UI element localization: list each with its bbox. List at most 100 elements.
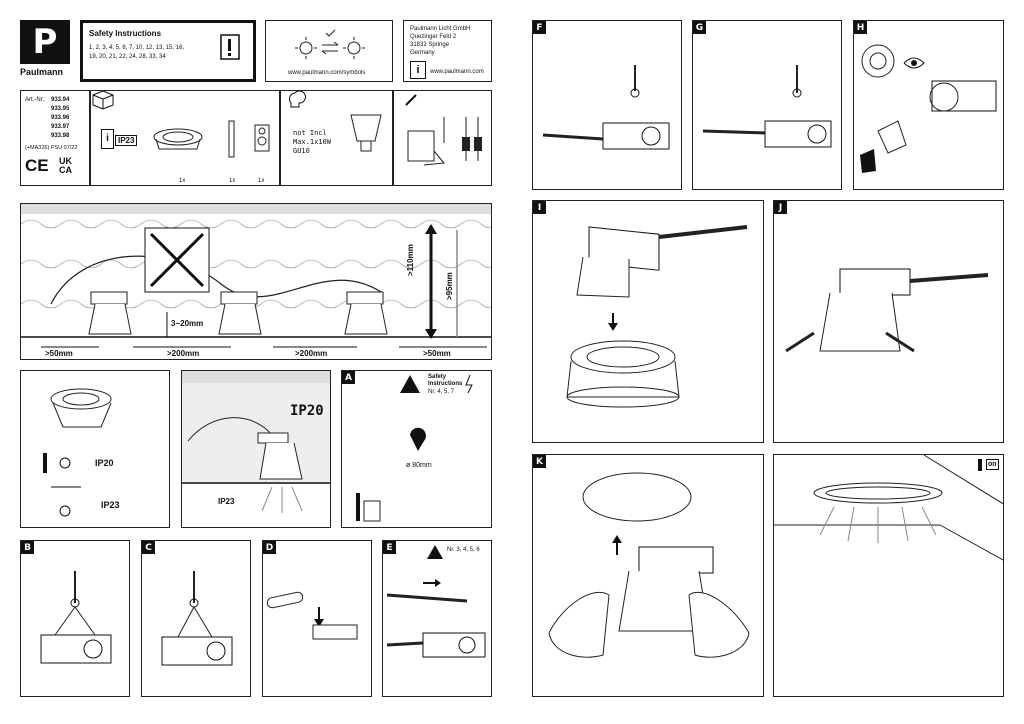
logo-mark: P bbox=[20, 20, 70, 64]
article-code: (+MA326) PSU 07/22 bbox=[25, 145, 78, 151]
step-i-drawing bbox=[566, 225, 748, 408]
company-line3: 31832 Springe bbox=[410, 42, 450, 48]
step-c-tag: C bbox=[142, 541, 155, 554]
ip20-text: IP20 bbox=[95, 458, 114, 468]
gap-label: 3~20mm bbox=[171, 319, 204, 328]
on-label: on bbox=[986, 459, 999, 470]
step-d-tag: D bbox=[263, 541, 276, 554]
step-a-drawing bbox=[356, 374, 473, 522]
article-number-3: 933.96 bbox=[51, 115, 70, 121]
ip23-label: IP23 bbox=[115, 135, 138, 146]
ip-ceiling-drawing bbox=[182, 371, 330, 513]
safety-instructions-box: Safety Instructions 1, 2, 3, 4, 5, 6, 7,… bbox=[80, 20, 256, 82]
step-e-drawing bbox=[386, 545, 486, 658]
step-i-tag: I bbox=[533, 201, 546, 214]
company-line1: Paulmann Licht GmbH bbox=[410, 26, 471, 32]
step-c-panel: C bbox=[141, 540, 251, 697]
ip-rating-drawing bbox=[43, 388, 112, 517]
step-j-drawing bbox=[785, 268, 989, 353]
brand-name: Paulmann bbox=[20, 67, 64, 77]
final-drawing bbox=[774, 455, 1003, 561]
info-icon: i bbox=[410, 61, 426, 79]
company-url[interactable]: www.paulmann.com bbox=[430, 69, 484, 75]
symbols-url[interactable]: www.paulmann.com/symbols bbox=[288, 70, 366, 76]
ip-ceiling-panel: IP20 IP23 bbox=[181, 370, 331, 528]
ip-rating-panel: IP20 IP23 bbox=[20, 370, 170, 528]
eye-icon bbox=[903, 57, 925, 69]
step-a-tag: A bbox=[342, 371, 355, 384]
step-g-tag: G bbox=[693, 21, 706, 34]
warning-doc-icon bbox=[220, 34, 240, 60]
safety-numbers-1: 1, 2, 3, 4, 5, 6, 7, 10, 12, 13, 15, 16, bbox=[89, 45, 185, 51]
height-110: >110mm bbox=[406, 244, 415, 276]
info-icon-ip: i bbox=[101, 129, 114, 149]
lamp-drawing bbox=[288, 91, 382, 152]
step-j-panel: J bbox=[773, 200, 1004, 443]
article-label: Art.-Nr.: bbox=[25, 97, 46, 103]
qty-2: 1x bbox=[229, 178, 236, 184]
step-f-tag: F bbox=[533, 21, 546, 34]
step-c-drawing bbox=[161, 571, 233, 666]
ip23-text: IP23 bbox=[101, 500, 120, 510]
tools-drawing bbox=[405, 94, 482, 166]
step-b-tag: B bbox=[21, 541, 34, 554]
step-g-drawing bbox=[702, 65, 832, 148]
step-a-title-2: Instructions bbox=[428, 381, 463, 387]
step-b-drawing bbox=[40, 571, 112, 664]
contents-box: i IP23 1x 1x 1x bbox=[90, 90, 280, 186]
step-a-title-1: Safety bbox=[428, 374, 447, 380]
company-line2: Quezinger Feld 2 bbox=[410, 34, 457, 40]
step-h-drawing bbox=[860, 44, 997, 173]
step-k-tag: K bbox=[533, 455, 546, 468]
step-k-drawing bbox=[548, 472, 750, 658]
safety-title: Safety Instructions bbox=[89, 29, 162, 38]
ukca-mark-top: UK bbox=[59, 156, 72, 166]
step-d-panel: D bbox=[262, 540, 372, 697]
step-a-panel: A Safety Instructions Nr. 4, 5, 7 ø 80mm bbox=[341, 370, 492, 528]
lamp-line1: not Incl bbox=[293, 129, 327, 137]
dist-mid-1: >200mm bbox=[167, 349, 200, 358]
article-number-4: 933.97 bbox=[51, 124, 70, 130]
company-box: Paulmann Licht GmbH Quezinger Feld 2 318… bbox=[403, 20, 492, 82]
step-k-panel: K bbox=[532, 454, 764, 697]
sun-symbols-icon bbox=[295, 29, 365, 59]
ukca-mark-bottom: CA bbox=[59, 165, 72, 175]
dist-left: >50mm bbox=[45, 349, 73, 358]
logo-block: P Paulmann bbox=[20, 20, 70, 82]
step-h-panel: H bbox=[853, 20, 1004, 190]
ce-mark: CE bbox=[25, 156, 49, 175]
step-e-tag: E bbox=[383, 541, 396, 554]
step-f-drawing bbox=[542, 65, 670, 150]
step-e-panel: E Nr. 3, 4, 5, 6 bbox=[382, 540, 492, 697]
step-i-panel: I bbox=[532, 200, 764, 443]
step-a-nums: Nr. 4, 5, 7 bbox=[428, 389, 455, 395]
safety-numbers-2: 19, 20, 21, 22, 24, 28, 33, 34 bbox=[89, 54, 166, 60]
step-d-drawing bbox=[266, 591, 358, 640]
tools-box bbox=[393, 90, 492, 186]
step-g-panel: G bbox=[692, 20, 842, 190]
lamp-line3: GU10 bbox=[293, 147, 310, 155]
ip23-lower: IP23 bbox=[218, 497, 235, 506]
final-panel: on bbox=[773, 454, 1004, 697]
qty-1: 1x bbox=[179, 178, 186, 184]
package-contents-drawing bbox=[92, 91, 270, 158]
step-e-nums: Nr. 3, 4, 5, 6 bbox=[447, 547, 480, 553]
dist-right: >50mm bbox=[423, 349, 451, 358]
symbols-box: www.paulmann.com/symbols bbox=[265, 20, 393, 82]
article-number-2: 933.95 bbox=[51, 106, 70, 112]
step-a-diameter: ø 80mm bbox=[406, 462, 432, 469]
ip20-big: IP20 bbox=[290, 403, 324, 419]
lamp-box: not Incl Max.1x10W GU10 bbox=[280, 90, 393, 186]
article-box: Art.-Nr.: 933.94 933.95 933.96 933.97 93… bbox=[20, 90, 90, 186]
step-b-panel: B bbox=[20, 540, 130, 697]
lamp-line2: Max.1x10W bbox=[293, 138, 331, 146]
dist-mid-2: >200mm bbox=[295, 349, 328, 358]
height-95: >95mm bbox=[445, 272, 454, 300]
company-line4: Germany bbox=[410, 50, 435, 56]
article-number-1: 933.94 bbox=[51, 97, 70, 103]
step-h-tag: H bbox=[854, 21, 867, 34]
qty-3: 1x bbox=[258, 178, 265, 184]
step-f-panel: F bbox=[532, 20, 682, 190]
installation-diagram: >110mm >95mm 3~20mm >50mm >200mm >200mm … bbox=[20, 203, 492, 360]
article-number-5: 933.98 bbox=[51, 133, 70, 139]
